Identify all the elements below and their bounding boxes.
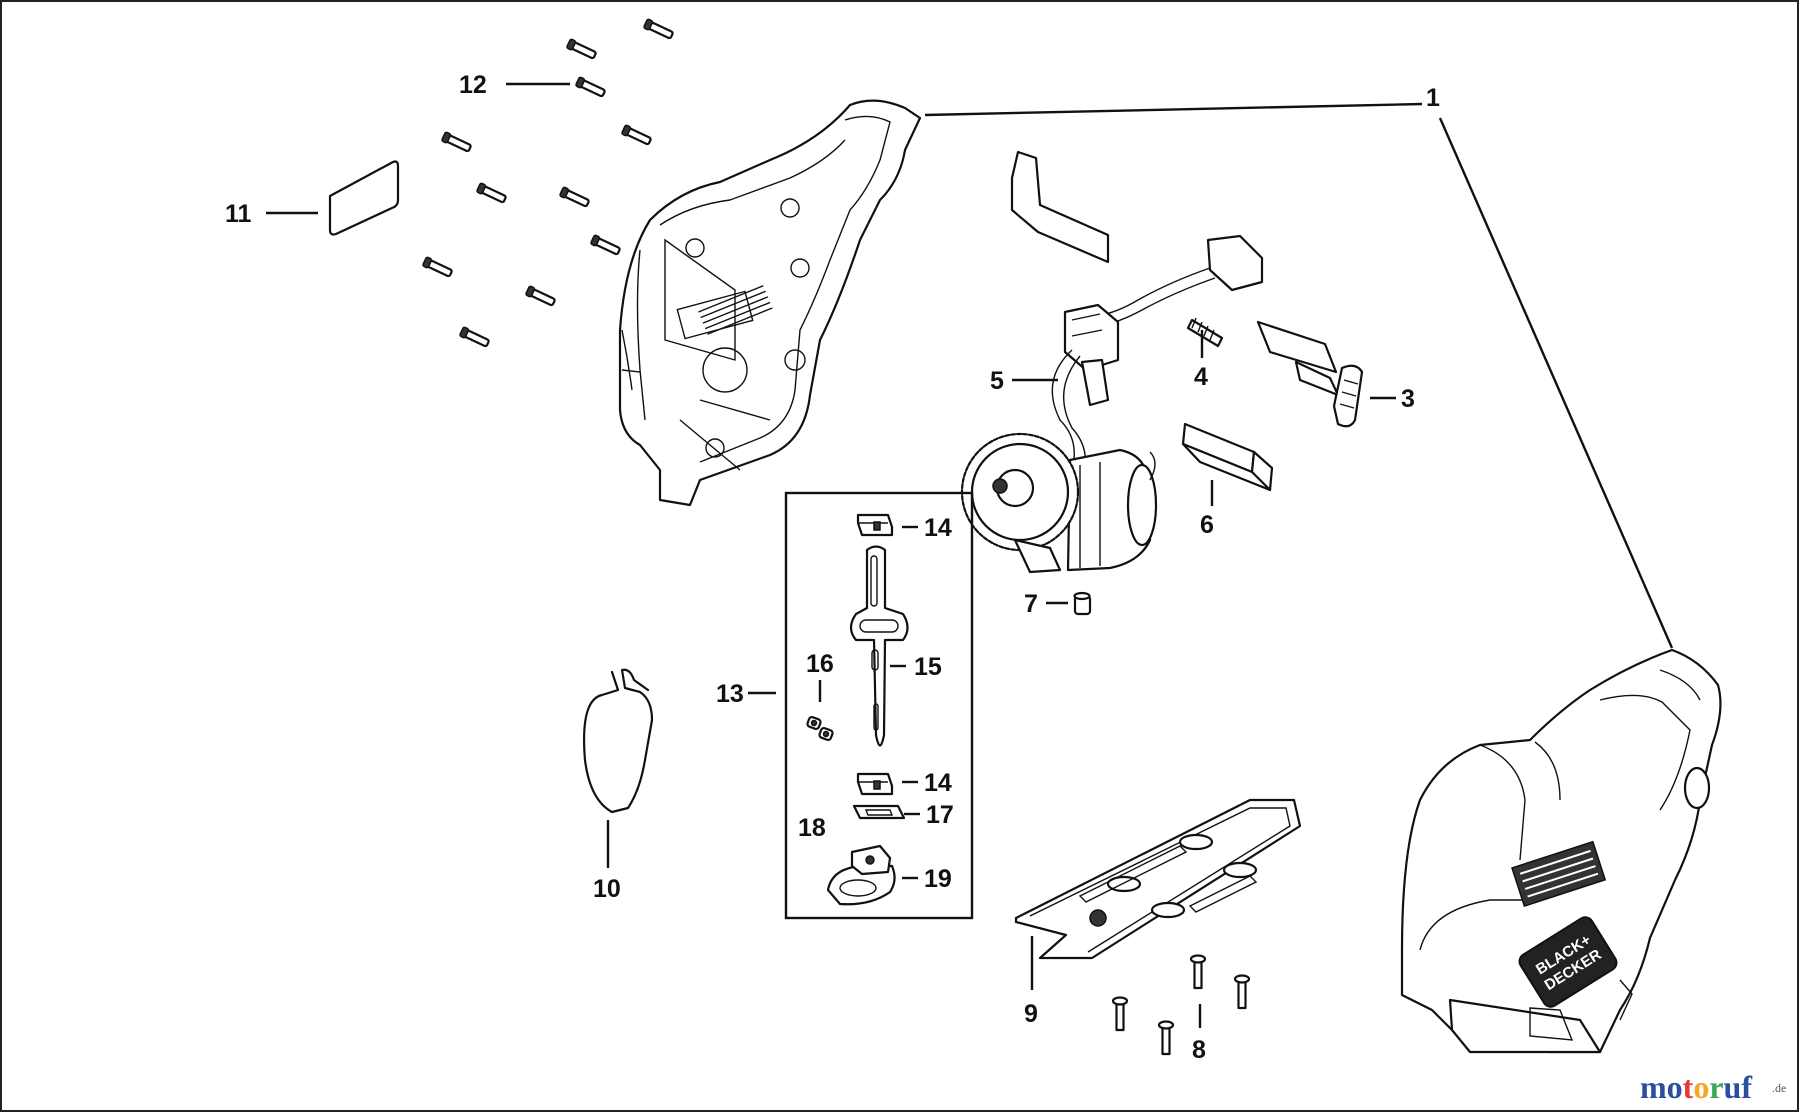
brand-logo: BLACK+ DECKER (1518, 916, 1618, 1008)
part-15-guide-bar (849, 545, 909, 747)
leader-1b (1438, 117, 1674, 649)
callout-3: 3 (1401, 385, 1415, 413)
part-9-base-plate (1014, 798, 1302, 960)
callout-4: 4 (1194, 363, 1208, 391)
part-12-screws (422, 18, 674, 348)
callout-7: 7 (1024, 590, 1038, 618)
part-7-pin (1073, 591, 1092, 616)
part-16-screws (806, 715, 834, 742)
part-3-switch-lever (1256, 320, 1364, 428)
part-5-switch-motor-assembly (960, 150, 1264, 574)
callout-16: 16 (806, 650, 834, 678)
callout-14a: 14 (924, 514, 952, 542)
callout-11: 11 (225, 200, 252, 228)
callout-13: 13 (716, 680, 744, 708)
watermark-letter: r (1709, 1069, 1723, 1105)
housing-left-half (618, 99, 922, 507)
callout-14b: 14 (924, 769, 952, 797)
watermark: motoruf (1640, 1069, 1752, 1105)
assembled-jigsaw: BLACK+ DECKER (1400, 648, 1722, 1054)
callout-19: 19 (924, 865, 952, 893)
watermark-letter: o (1667, 1069, 1683, 1105)
callout-10: 10 (593, 875, 621, 903)
watermark-suffix: .de (1772, 1081, 1786, 1095)
watermark-letter: f (1741, 1069, 1752, 1105)
watermark-letter: u (1724, 1069, 1742, 1105)
watermark-letter: t (1683, 1069, 1694, 1105)
part-11-label-plate (328, 160, 400, 236)
watermark-letter: m (1640, 1069, 1667, 1105)
part-14-block-upper (856, 513, 894, 537)
callout-17: 17 (926, 801, 954, 829)
part-13-kit-box (784, 491, 974, 920)
part-6-pad (1181, 422, 1274, 492)
callout-9: 9 (1024, 1000, 1038, 1028)
callout-12: 12 (459, 71, 487, 99)
watermark-letter: o (1693, 1069, 1709, 1105)
callout-5: 5 (990, 367, 1004, 395)
part-4-spring (1186, 317, 1224, 348)
callout-8: 8 (1192, 1036, 1206, 1064)
part-8-screws (1111, 954, 1251, 1056)
part-17-plate (852, 804, 906, 820)
part-10-wire-clip (583, 668, 654, 814)
leader-1a (924, 102, 1423, 117)
part-14-block-lower (856, 772, 894, 796)
part-19-blade-clamp (826, 844, 896, 906)
callout-18: 18 (798, 814, 826, 842)
callout-6: 6 (1200, 511, 1214, 539)
callout-1: 1 (1426, 84, 1440, 112)
callout-15: 15 (914, 653, 942, 681)
